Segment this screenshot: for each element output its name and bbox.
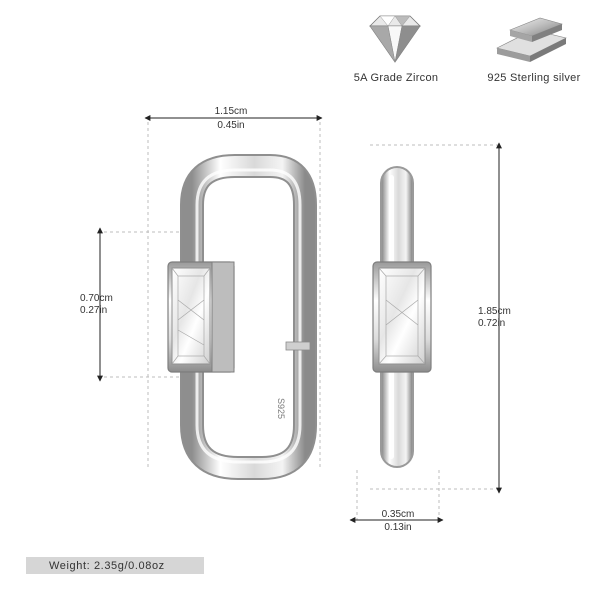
stone-height-cm-label: 0.70cm (80, 293, 113, 304)
earring-front-view: S925 (167, 154, 317, 480)
stone-height-in-label: 0.27in (80, 305, 108, 316)
weight-label: Weight: 2.35g/0.08oz (49, 560, 165, 572)
height-cm-label: 1.85cm (478, 306, 511, 317)
weight-bar (26, 557, 204, 574)
thickness-in-label: 0.13in (384, 522, 412, 533)
thickness-cm-label: 0.35cm (381, 509, 415, 520)
width-cm-label: 1.15cm (214, 106, 248, 117)
zircon-grade-label: 5A Grade Zircon (353, 72, 439, 84)
earring-side-view (372, 166, 432, 468)
engraving-mark: S925 (276, 398, 286, 419)
dimension-arrows (97, 115, 502, 523)
height-in-label: 0.72in (478, 318, 506, 329)
sterling-silver-label: 925 Sterling silver (487, 72, 581, 84)
diamond-icon (369, 15, 421, 63)
width-in-label: 0.45in (217, 120, 245, 131)
silver-bar-icon (496, 17, 567, 62)
